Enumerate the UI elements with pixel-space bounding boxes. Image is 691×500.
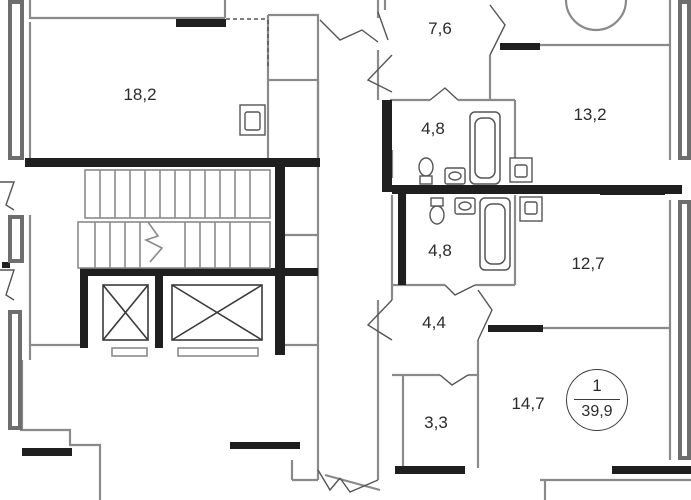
room-area-hall-bottom: 4,4 bbox=[422, 313, 446, 332]
room-area-living-room: 18,2 bbox=[123, 85, 157, 104]
room-area-bathroom-bottom: 4,8 bbox=[428, 241, 452, 260]
sinks bbox=[239, 104, 543, 222]
toilets bbox=[418, 157, 445, 225]
room-area-bedroom-middle: 12,7 bbox=[571, 254, 605, 273]
staircase bbox=[77, 169, 271, 269]
apartment-total-area: 39,9 bbox=[581, 403, 613, 420]
structural-walls bbox=[2, 19, 691, 474]
window-panes bbox=[12, 4, 687, 456]
room-area-storage: 3,3 bbox=[424, 413, 448, 432]
room-area-bedroom-top: 13,2 bbox=[573, 105, 607, 124]
doors bbox=[0, 4, 506, 493]
apartment-badge-divider bbox=[574, 399, 620, 401]
elevators bbox=[102, 284, 263, 357]
apartment-badge: 1 39,9 bbox=[566, 369, 628, 431]
room-area-hall-top: 7,6 bbox=[428, 19, 452, 38]
room-area-kitchen: 14,7 bbox=[511, 394, 545, 413]
bathtubs bbox=[469, 111, 511, 271]
apartment-number: 1 bbox=[592, 376, 602, 395]
room-area-bathroom-top: 4,8 bbox=[421, 119, 445, 138]
